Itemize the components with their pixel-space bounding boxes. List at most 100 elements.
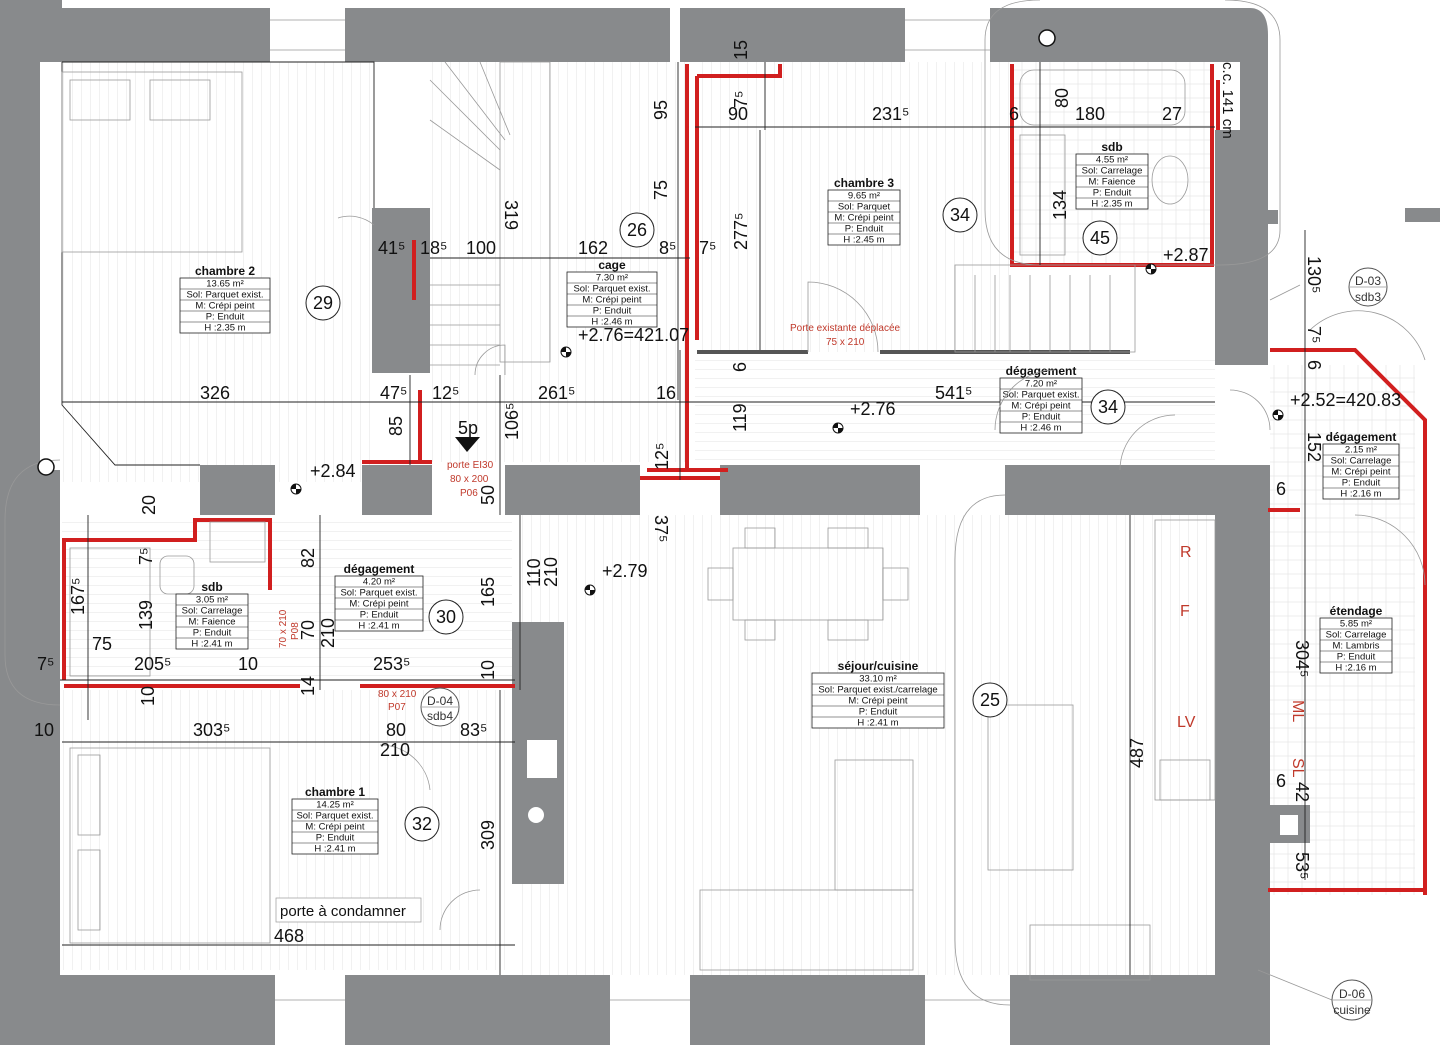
room-plafond: P: Enduit [1342,478,1381,489]
reference-tags: D-03 sdb3 D-04 sdb4 D-06 cuisine [420,267,1388,1021]
room-hauteur: H :2.45 m [843,235,884,246]
dim-6d: 6 [1276,479,1286,499]
door-p06-id: P06 [460,488,478,499]
room-mur: M: Crépi peint [1011,401,1070,412]
dim-304: 304⁵ [1292,640,1312,678]
staircase [429,61,1136,366]
room-plafond: P: Enduit [360,610,399,621]
room-name: dégagement [1326,430,1397,444]
dim-277: 277⁵ [731,213,751,251]
level-markers: +2.76=421.07 +2.76 +2.87 +2.84 +2.79 +2.… [290,245,1401,596]
room-name: chambre 1 [305,785,365,799]
room-plafond: P: Enduit [593,306,632,317]
dim-100: 100 [466,238,496,258]
room-number-sdb-top: 45 [1090,228,1110,248]
room-name: cage [598,258,626,272]
dim-210a: 210 [541,557,561,587]
dim-90: 90 [728,104,748,124]
level-hall: +2.84 [310,461,356,481]
door-p08-id: P08 [290,622,301,640]
room-plafond: P: Enduit [1022,412,1061,423]
room-area: 14.25 m² [316,800,354,811]
dim-130: 130⁵ [1304,256,1324,294]
dim-42: 42 [1292,782,1312,802]
dim-85: 85 [386,416,406,436]
room-area: 33.10 m² [859,674,897,685]
dim-180: 180 [1075,104,1105,124]
room-name: sdb [1101,140,1122,154]
dim-303: 303⁵ [193,720,231,740]
room-plafond: P: Enduit [845,224,884,235]
level-sdb: +2.87 [1163,245,1209,265]
room-number-degagement-mid: 30 [436,607,456,627]
room-name: chambre 3 [834,176,894,190]
dim-309: 309 [478,820,498,850]
room-hauteur: H :2.46 m [591,317,632,328]
room-number-chambre3: 34 [950,205,970,225]
room-hauteur: H :2.35 m [204,323,245,334]
room-name: chambre 2 [195,264,255,278]
dim-15: 15 [731,40,751,60]
label-freezer: F [1180,603,1190,620]
dim-47: 47⁵ [380,383,407,403]
dim-6b: 6 [1304,360,1324,370]
dim-82: 82 [298,548,318,568]
door-p07-size: 80 x 210 [378,689,417,700]
room-sol: Sol: Parquet exist./carrelage [818,685,937,696]
level-cage: +2.76=421.07 [578,325,689,345]
room-plafond: P: Enduit [206,312,245,323]
room-plafond: P: Enduit [316,833,355,844]
dim-7-5a: 7⁵ [731,91,751,108]
dim-152: 152 [1304,432,1324,462]
tag-d06-id: D-06 [1339,987,1365,1001]
tag-d04-room: sdb4 [427,709,453,723]
door-p07-id: P07 [388,702,406,713]
room-number-sejour: 25 [980,690,1000,710]
dim-10b: 10 [478,660,498,680]
door-swings [337,215,1426,931]
room-area: 9.65 m² [848,191,880,202]
room-plafond: P: Enduit [859,707,898,718]
dim-14: 14 [298,676,318,696]
tag-d03-room: sdb3 [1355,290,1381,304]
kitchen-island [987,519,1216,981]
dim-7-5c: 7⁵ [1304,326,1324,343]
room-info-box [1319,617,1393,674]
dim-10a: 10 [238,654,258,674]
label-dryer: SL [1289,758,1306,778]
room-info-box [811,672,945,729]
room-name: dégagement [344,562,415,576]
room-name: étendage [1330,604,1383,618]
dim-162: 162 [578,238,608,258]
dim-18: 18⁵ [420,238,447,258]
dimension-texts: 15 95 75 90 7⁵ 231⁵ 6 180 27 80 319 41⁵ … [34,40,1324,946]
dim-119: 119 [730,403,750,432]
dim-139: 139 [136,600,156,630]
room-mur: M: Crépi peint [834,213,893,224]
dim-70: 70 [298,620,318,640]
room-hauteur: H :2.46 m [1020,423,1061,434]
room-area: 5.85 m² [1340,619,1372,630]
dim-541: 541⁵ [935,383,973,403]
room-area: 7.30 m² [596,273,628,284]
misc-labels: porte à condamner c.c. 141 cm R F LV ML … [37,29,1306,923]
dim-205: 205⁵ [134,654,172,674]
dim-134: 134 [1050,190,1070,220]
room-sol: Sol: Parquet exist. [573,284,650,295]
room-number-circles [305,197,1126,842]
dim-326: 326 [200,383,230,403]
room-mur: M: Crépi peint [1331,467,1390,478]
dim-7-5b: 7⁵ [699,238,716,258]
label-porte-condamner: porte à condamner [280,903,406,920]
dim-41: 41⁵ [378,238,405,258]
dim-80: 80 [1052,88,1072,108]
tag-d06-room: cuisine [1333,1003,1371,1017]
level-degagement-right: +2.52=420.83 [1290,390,1401,410]
dim-110: 110 [524,558,544,587]
